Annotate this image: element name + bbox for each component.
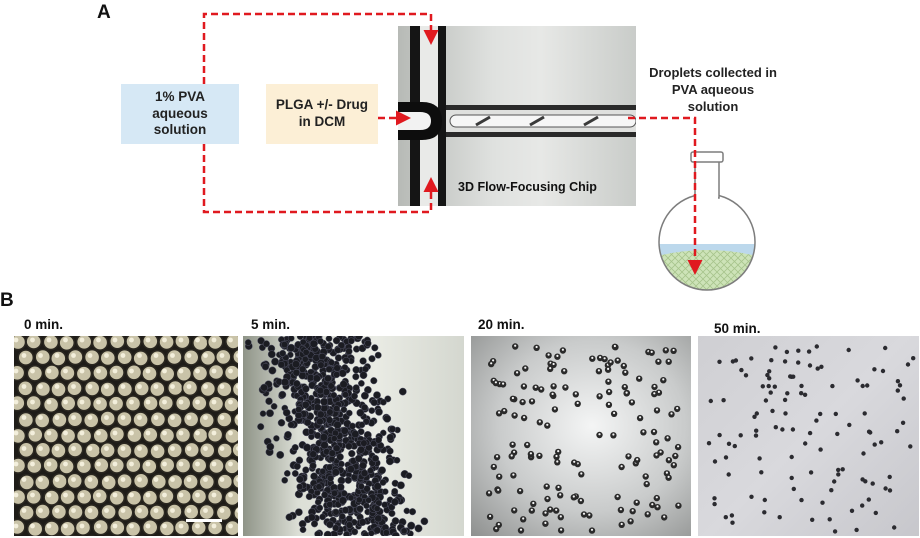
pva-top-flow-arrow: [202, 12, 439, 84]
collection-flask-icon: [658, 151, 756, 291]
flow-arrows: [202, 12, 703, 275]
flow-focusing-chip-image: 3D Flow-Focusing Chip: [398, 26, 636, 206]
pva-solution-box: 1% PVA aqueous solution: [121, 84, 239, 144]
micrograph-5-min: [243, 336, 464, 536]
collection-flow-arrow: [628, 116, 703, 275]
micrograph-20-min: [471, 336, 691, 536]
collected-droplets-label: Droplets collected in PVA aqueous soluti…: [649, 65, 777, 114]
micrograph-50-min: [698, 336, 919, 536]
chip-label: 3D Flow-Focusing Chip: [458, 180, 597, 194]
time-label-50: 50 min.: [714, 321, 761, 336]
time-label-5: 5 min.: [251, 317, 291, 332]
pva-solution-label: 1% PVA aqueous solution: [152, 88, 208, 138]
plga-drug-box: PLGA +/- Drug in DCM: [266, 84, 378, 144]
pva-bottom-flow-arrow: [202, 144, 439, 214]
time-label-0: 0 min.: [24, 317, 64, 332]
panel-a-letter: A: [97, 2, 111, 23]
panel-b-letter: B: [0, 290, 14, 311]
micrograph-0-min: [14, 336, 238, 536]
time-label-20: 20 min.: [478, 317, 525, 332]
plga-drug-label: PLGA +/- Drug in DCM: [275, 97, 369, 129]
